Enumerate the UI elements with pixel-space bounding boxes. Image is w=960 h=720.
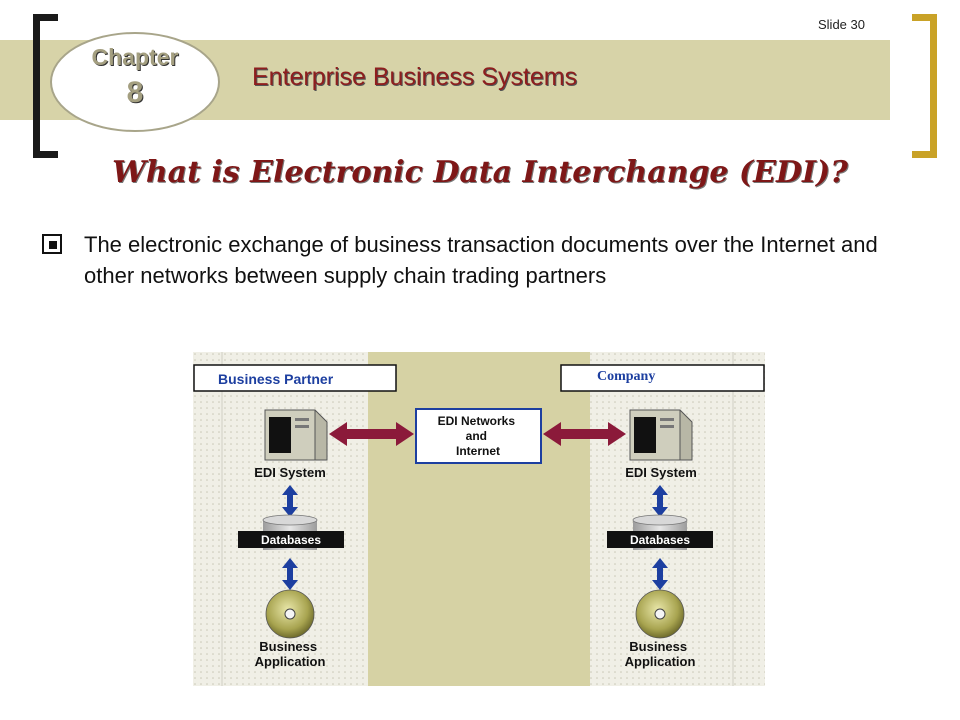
edi-network-label: EDI Networks and Internet <box>438 414 519 458</box>
company-label: Company <box>597 369 655 384</box>
right-double-arrow-icon <box>543 422 626 446</box>
left-edi-system-label: EDI System <box>254 465 326 480</box>
business-partner-box <box>193 364 397 392</box>
right-database-icon <box>607 514 713 550</box>
company-box <box>560 364 765 392</box>
right-server-icon <box>629 409 693 461</box>
left-lower-vertical-arrow-icon <box>282 558 298 590</box>
slide-number: Slide 30 <box>818 17 865 32</box>
right-databases-label: Databases <box>630 533 690 547</box>
left-business-app-label: Business Application <box>255 639 326 669</box>
left-business-app-disc-icon <box>265 589 315 639</box>
left-bracket-decoration <box>33 14 58 158</box>
chapter-badge <box>50 32 220 132</box>
right-business-app-label: Business Application <box>625 639 696 669</box>
slide-title: What is Electronic Data Interchange (EDI… <box>112 155 848 190</box>
right-bracket-decoration <box>912 14 937 158</box>
right-edi-system-label: EDI System <box>625 465 697 480</box>
chapter-label: Chapter <box>91 44 179 70</box>
left-upper-vertical-arrow-icon <box>282 485 298 517</box>
chapter-number: 8 <box>126 76 144 109</box>
left-database-icon <box>238 514 344 550</box>
right-business-app-disc-icon <box>635 589 685 639</box>
checkbox-bullet-icon <box>42 234 62 254</box>
right-lower-vertical-arrow-icon <box>652 558 668 590</box>
bullet-text: The electronic exchange of business tran… <box>84 232 878 288</box>
left-double-arrow-icon <box>329 422 414 446</box>
center-panel-background <box>368 352 590 686</box>
left-server-icon <box>264 409 328 461</box>
subject-title: Enterprise Business Systems <box>252 63 578 91</box>
left-databases-label: Databases <box>261 533 321 547</box>
edi-network-box <box>415 408 542 464</box>
right-upper-vertical-arrow-icon <box>652 485 668 517</box>
business-partner-label: Business Partner <box>218 371 334 387</box>
edi-diagram: Business Partner Company EDI Networks an… <box>193 352 765 686</box>
